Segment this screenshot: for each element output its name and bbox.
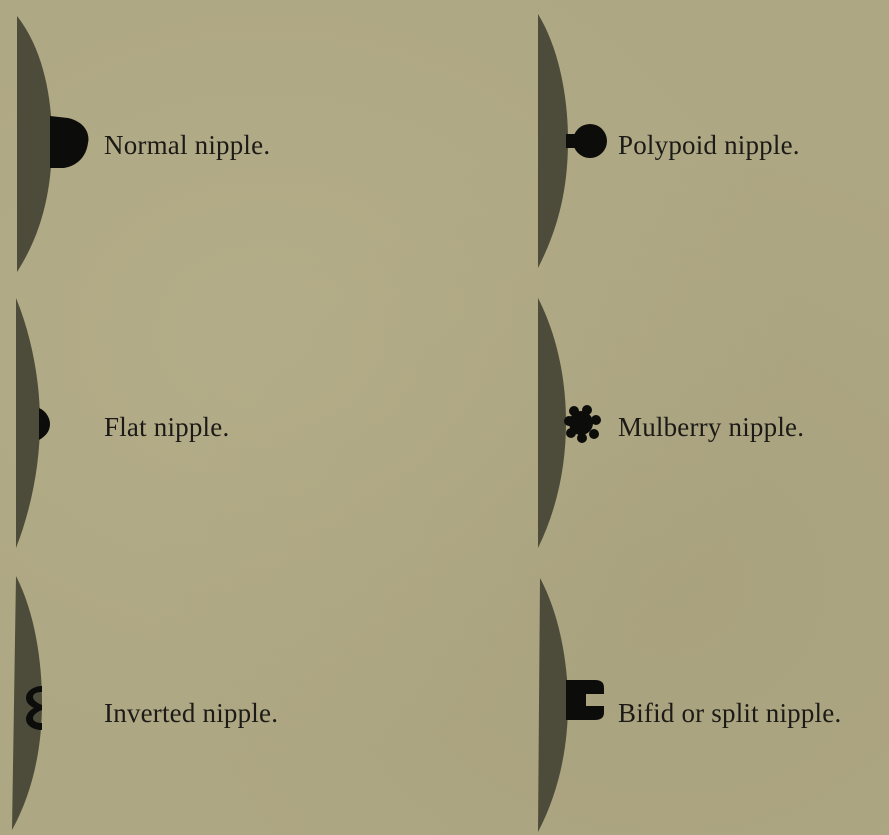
flat-nipple-label: Flat nipple. <box>104 412 229 442</box>
inverted-nipple-illustration <box>0 570 70 835</box>
inverted-nipple-label: Inverted nipple. <box>104 698 278 728</box>
mulberry-nipple-illustration <box>530 292 620 554</box>
normal-nipple-illustration <box>0 10 110 280</box>
polypoid-nipple-label: Polypoid nipple. <box>618 130 800 160</box>
bifid-nipple-illustration <box>530 570 620 835</box>
flat-nipple-illustration <box>0 292 70 554</box>
mulberry-nipple-label: Mulberry nipple. <box>618 412 804 442</box>
normal-nipple-label: Normal nipple. <box>104 130 270 160</box>
bifid-nipple-label: Bifid or split nipple. <box>618 698 841 728</box>
polypoid-nipple-illustration <box>530 10 620 275</box>
